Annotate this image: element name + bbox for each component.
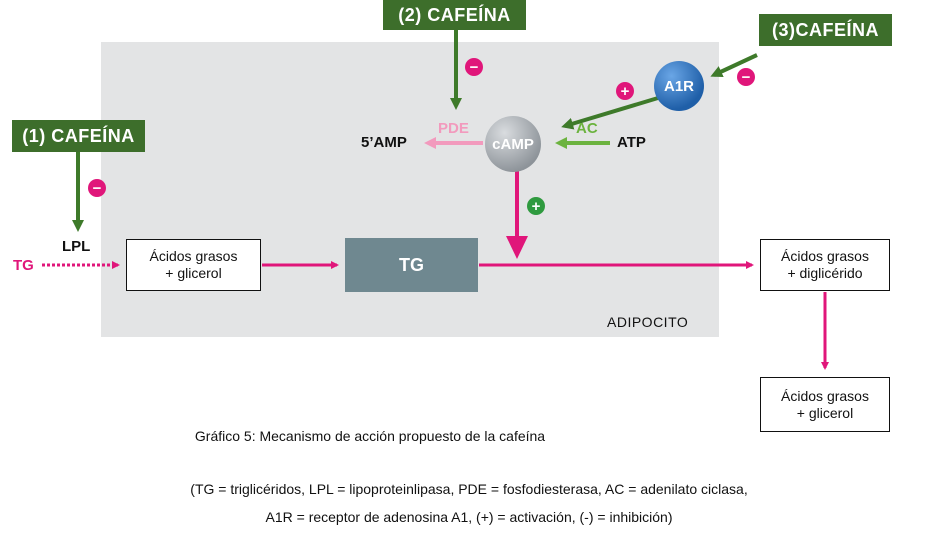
acidos-digliceridos-box: Ácidos grasos + diglicérido — [760, 239, 890, 291]
acidos-glicerol-box-2: Ácidos grasos + glicerol — [760, 377, 890, 432]
box-line: Ácidos grasos — [149, 248, 238, 264]
adipocito-label: ADIPOCITO — [607, 314, 689, 330]
box-line: Ácidos grasos — [781, 248, 869, 264]
arrow-a1r-to-camp — [561, 96, 659, 130]
minus-sign-cafeina1: − — [88, 179, 106, 197]
box-line: Ácidos grasos — [781, 387, 869, 404]
lpl-label: LPL — [62, 238, 91, 255]
cafeina-2-label: (2) CAFEÍNA — [383, 0, 526, 30]
figure-caption-line1: (TG = triglicéridos, LPL = lipoproteinli… — [190, 481, 748, 497]
tg-input-label: TG — [13, 257, 34, 274]
plus-sign-a1r: + — [616, 82, 634, 100]
minus-sign-cafeina3: − — [737, 68, 755, 86]
acidos-glicerol-box-1: Ácidos grasos + glicerol — [126, 239, 261, 291]
box-line: + diglicérido — [787, 265, 863, 281]
camp-node: cAMP — [485, 116, 541, 172]
minus-sign-cafeina2: − — [465, 58, 483, 76]
box-line: + glicerol — [796, 404, 854, 421]
ac-label: AC — [576, 120, 598, 137]
figure-caption-line2: A1R = receptor de adenosina A1, (+) = ac… — [265, 509, 673, 525]
amp-label: 5’AMP — [361, 134, 407, 151]
pde-label: PDE — [438, 120, 469, 137]
figure-caption-title: Gráfico 5: Mecanismo de acción propuesto… — [194, 428, 546, 444]
box-line: + glicerol — [165, 265, 222, 281]
arrow-camp-down-head — [506, 236, 528, 259]
atp-label: ATP — [617, 134, 646, 151]
plus-sign-camp: + — [527, 197, 545, 215]
tg-box: TG — [345, 238, 478, 292]
cafeina-3-label: (3)CAFEÍNA — [759, 14, 892, 46]
arrow-cafeina3-to-a1r — [710, 53, 758, 78]
a1r-receptor: A1R — [654, 61, 704, 111]
cafeina-1-label: (1) CAFEÍNA — [12, 120, 145, 152]
